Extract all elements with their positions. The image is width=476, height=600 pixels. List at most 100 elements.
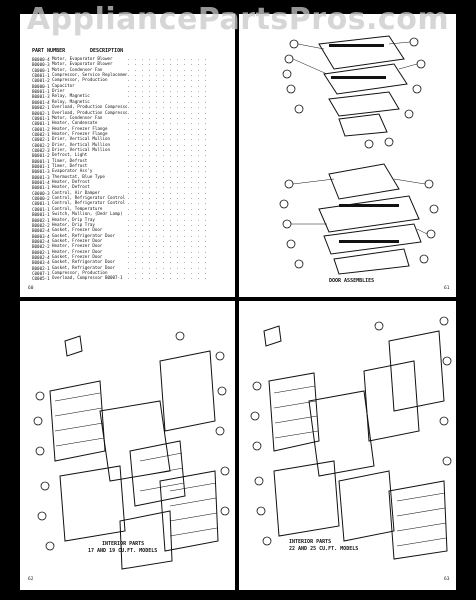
model-marks: · · · · · · · · · · · · <box>127 233 208 239</box>
part-description: Gasket, Refrigerator Door <box>52 264 116 270</box>
page-number: 60 <box>28 286 34 291</box>
part-number: C0001-1 <box>32 73 50 79</box>
part-number: C0001-1 <box>32 115 50 121</box>
model-marks: · · · · · · · · · · · · <box>127 62 208 68</box>
model-marks: · · · · · · · · · · · · <box>127 153 208 159</box>
model-marks: · · · · · · · · · · · · <box>127 57 208 62</box>
part-number: B0001-3 <box>32 169 50 175</box>
part-number: B0001-1 <box>32 185 50 191</box>
part-number: C0000-3 <box>32 190 50 196</box>
part-description: Compressor, Production <box>52 77 108 83</box>
part-description: Thermostat, Blue Type <box>52 173 105 179</box>
part-description: Motor, Evaporator Blower <box>52 61 113 67</box>
model-marks: · · · · · · · · · · · · <box>127 212 208 218</box>
part-number: C0000-1 <box>32 67 50 73</box>
part-description: Drier, Vertical Mullion <box>52 146 110 152</box>
model-marks: · · · · · · · · · · · · <box>127 89 208 95</box>
part-number: B0001-1 <box>32 158 50 164</box>
model-marks: · · · · · · · · · · · · <box>127 190 208 196</box>
part-description: Timer, Defrost <box>52 157 88 163</box>
page-number: 61 <box>444 286 450 291</box>
part-number: C0005-1 <box>32 276 50 282</box>
model-marks: · · · · · · · · · · · · <box>127 238 208 244</box>
interior-parts-small-quadrant: INTERIOR PARTS 17 AND 19 CU.FT. MODELS 6… <box>20 301 235 590</box>
part-number: B0002-1 <box>32 249 50 255</box>
model-marks: · · · · · · · · · · · · <box>127 174 208 180</box>
model-marks: · · · · · · · · · · · · <box>127 99 208 105</box>
part-description: Overload, Production Compressor <box>52 104 127 110</box>
part-description: Control, Refrigerator Control <box>52 195 126 201</box>
watermark-logo: AppliancePartsPros.com <box>26 2 450 37</box>
model-marks: · · · · · · · · · · · · <box>127 73 208 79</box>
part-description: Drier, Vertical Mullion <box>52 141 110 147</box>
part-description: Control, Refrigerator Control <box>52 200 126 206</box>
part-number: B0002-1 <box>32 105 50 111</box>
part-description: Drier, Vertical Mullion <box>52 136 110 142</box>
part-description: Heater, Drip Tray <box>52 216 95 222</box>
model-marks: · · · · · · · · · · · · <box>127 164 208 169</box>
page-number: 62 <box>28 577 34 582</box>
part-description: Motor, Condenser Fan <box>52 114 103 120</box>
model-marks: · · · · · · · · · · · · <box>127 249 208 255</box>
model-marks: · · · · · · · · · · · · <box>127 158 208 164</box>
part-description: Compressor, Production <box>52 270 108 275</box>
interior-parts-caption-models: 22 AND 25 CU.FT. MODELS <box>289 546 359 552</box>
interior-parts-small-diagram <box>33 331 230 570</box>
part-number: B0001-4 <box>32 180 50 186</box>
part-number: C0001-1 <box>32 206 50 212</box>
model-marks: · · · · · · · · · · · · <box>127 228 208 234</box>
part-number: C0002-1 <box>32 131 50 137</box>
part-number: B0001-3 <box>32 94 50 100</box>
vertical-divider <box>235 14 239 590</box>
interior-parts-caption-title: INTERIOR PARTS <box>289 539 332 545</box>
part-number: B0002-1 <box>32 265 50 271</box>
part-number: B0001-1 <box>32 89 50 95</box>
part-number: B0001-2 <box>32 153 50 159</box>
part-description: Gasket, Refrigerator Door <box>52 232 116 238</box>
part-description: Gasket, Freezer Door <box>52 227 103 233</box>
model-marks: · · · · · · · · · · · · <box>127 105 208 111</box>
part-description: Heater, Condensate <box>52 120 98 126</box>
part-description: Heater, Freezer Flange <box>52 125 108 131</box>
model-marks: · · · · · · · · · · · · <box>127 185 208 191</box>
model-marks: · · · · · · · · · · · · <box>127 271 208 276</box>
model-marks: · · · · · · · · · · · · <box>127 94 208 100</box>
part-description: Evaporator Ass'y <box>52 168 93 174</box>
part-number: B0000-1 <box>32 83 50 89</box>
part-description: Gasket, Freezer Door <box>52 253 103 259</box>
door-assembly-diagram <box>279 35 439 275</box>
part-number: B0002-4 <box>32 228 50 234</box>
model-marks: · · · · · · · · · · · · <box>127 169 208 175</box>
model-marks: · · · · · · · · · · · · <box>127 244 208 250</box>
part-number: B0002-4 <box>32 254 50 260</box>
part-description: Defrost, Light <box>52 152 88 158</box>
interior-parts-caption-title: INTERIOR PARTS <box>102 541 145 547</box>
part-number: C0002-2 <box>32 142 50 148</box>
part-number: B0002-2 <box>32 222 50 228</box>
door-assemblies-quadrant: DOOR ASSEMBLIES 61 <box>239 14 456 297</box>
interior-parts-large-quadrant: INTERIOR PARTS 22 AND 25 CU.FT. MODELS 6… <box>239 301 456 590</box>
column-header-description: DESCRIPTION <box>90 48 124 54</box>
